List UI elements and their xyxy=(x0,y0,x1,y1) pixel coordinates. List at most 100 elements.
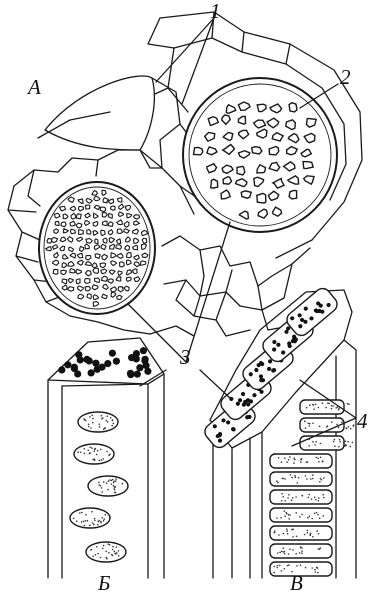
chloroplast xyxy=(76,223,82,228)
chloroplast xyxy=(100,207,105,212)
chloroplast xyxy=(116,245,122,250)
granum-dot xyxy=(92,360,99,367)
granum-dot xyxy=(142,356,149,363)
chloroplast xyxy=(85,205,89,209)
chloroplast xyxy=(100,263,105,268)
panel-v-cell xyxy=(202,285,356,578)
chloroplast xyxy=(95,239,98,244)
granum-dot xyxy=(127,370,134,377)
label-3: 3 xyxy=(179,345,191,369)
chloroplast xyxy=(95,278,100,282)
chloroplast xyxy=(61,222,66,227)
chloroplast-oval xyxy=(78,412,118,432)
chloroplast xyxy=(117,229,122,234)
large-cell-2 xyxy=(183,78,337,232)
chloroplast xyxy=(76,279,80,284)
chloroplast xyxy=(85,279,90,284)
chloroplast xyxy=(92,285,98,290)
thylakoid-band xyxy=(270,454,332,468)
thylakoid-band xyxy=(300,400,350,414)
thylakoid-band xyxy=(270,508,332,522)
chloroplast xyxy=(140,261,145,265)
chloroplast xyxy=(101,269,107,274)
chloroplast xyxy=(79,230,84,235)
chloroplast xyxy=(54,213,60,218)
thylakoid-band xyxy=(270,472,332,486)
chloroplast xyxy=(117,198,122,203)
chloroplast xyxy=(53,269,58,274)
chloroplast xyxy=(95,254,100,259)
panel-b-cell xyxy=(48,338,164,578)
chloroplast xyxy=(70,206,76,211)
thylakoid-band xyxy=(270,526,332,540)
chloroplast xyxy=(102,190,106,195)
chloroplast xyxy=(85,262,91,266)
chloroplast xyxy=(110,244,115,249)
chloroplast xyxy=(102,276,108,281)
granum-dot xyxy=(136,364,143,371)
chloroplast xyxy=(55,221,59,225)
panel-v-label: В xyxy=(290,571,303,595)
granum-dot xyxy=(74,370,81,377)
chloroplast xyxy=(289,103,297,112)
label-1: 1 xyxy=(210,0,221,23)
granum-dot xyxy=(144,368,151,375)
panel-b-label: Б xyxy=(97,571,110,595)
small-cell xyxy=(39,182,155,314)
chloroplast xyxy=(237,166,245,175)
chloroplast xyxy=(85,286,90,291)
chloroplast xyxy=(108,222,113,226)
chloroplast xyxy=(289,190,297,199)
chloroplast xyxy=(125,245,130,250)
chloroplast xyxy=(61,270,67,274)
chloroplast xyxy=(118,287,123,292)
thylakoid-band xyxy=(270,490,332,504)
chloroplast xyxy=(211,179,218,188)
thylakoid-band xyxy=(300,436,353,450)
chloroplast xyxy=(103,238,107,243)
chloroplast xyxy=(76,214,81,219)
granum-dot xyxy=(88,369,95,376)
granum-dot xyxy=(86,357,93,364)
chloroplast xyxy=(252,147,262,154)
label-2: 2 xyxy=(340,65,351,89)
granum-dot xyxy=(64,361,71,368)
label-4: 4 xyxy=(357,409,368,433)
chloroplast xyxy=(54,229,59,234)
chloroplast xyxy=(87,294,91,299)
chloroplast-oval xyxy=(70,508,110,528)
chloroplast xyxy=(269,147,279,155)
chloroplast xyxy=(127,253,132,258)
chloroplast xyxy=(120,262,125,267)
granum-dot xyxy=(104,360,111,367)
chloroplast xyxy=(111,206,116,210)
chloroplast xyxy=(86,239,92,244)
chloroplast xyxy=(257,193,266,203)
granum-dot xyxy=(133,350,140,357)
chloroplast xyxy=(117,295,122,299)
granum-dot xyxy=(113,358,120,365)
chloroplast xyxy=(303,162,313,169)
granum-dot xyxy=(58,366,65,373)
chloroplast xyxy=(87,229,91,234)
chloroplast-oval xyxy=(86,542,126,562)
chloroplast xyxy=(93,222,98,227)
granum-dot xyxy=(134,371,141,378)
chloroplast xyxy=(93,268,99,273)
chloroplast xyxy=(101,230,105,236)
chloroplast xyxy=(71,229,76,234)
panel-a-label: А xyxy=(26,75,41,99)
chloroplast xyxy=(194,148,203,155)
chloroplast xyxy=(68,287,74,292)
granum-dot xyxy=(75,351,82,358)
granum-dot xyxy=(140,347,147,354)
chloroplast-oval xyxy=(88,476,128,496)
chloroplast xyxy=(134,215,140,219)
thylakoid-band xyxy=(270,544,332,558)
chloroplast xyxy=(117,239,121,244)
granum-dot xyxy=(109,350,116,357)
chloroplast-oval xyxy=(74,444,114,464)
chloroplast xyxy=(86,256,91,260)
